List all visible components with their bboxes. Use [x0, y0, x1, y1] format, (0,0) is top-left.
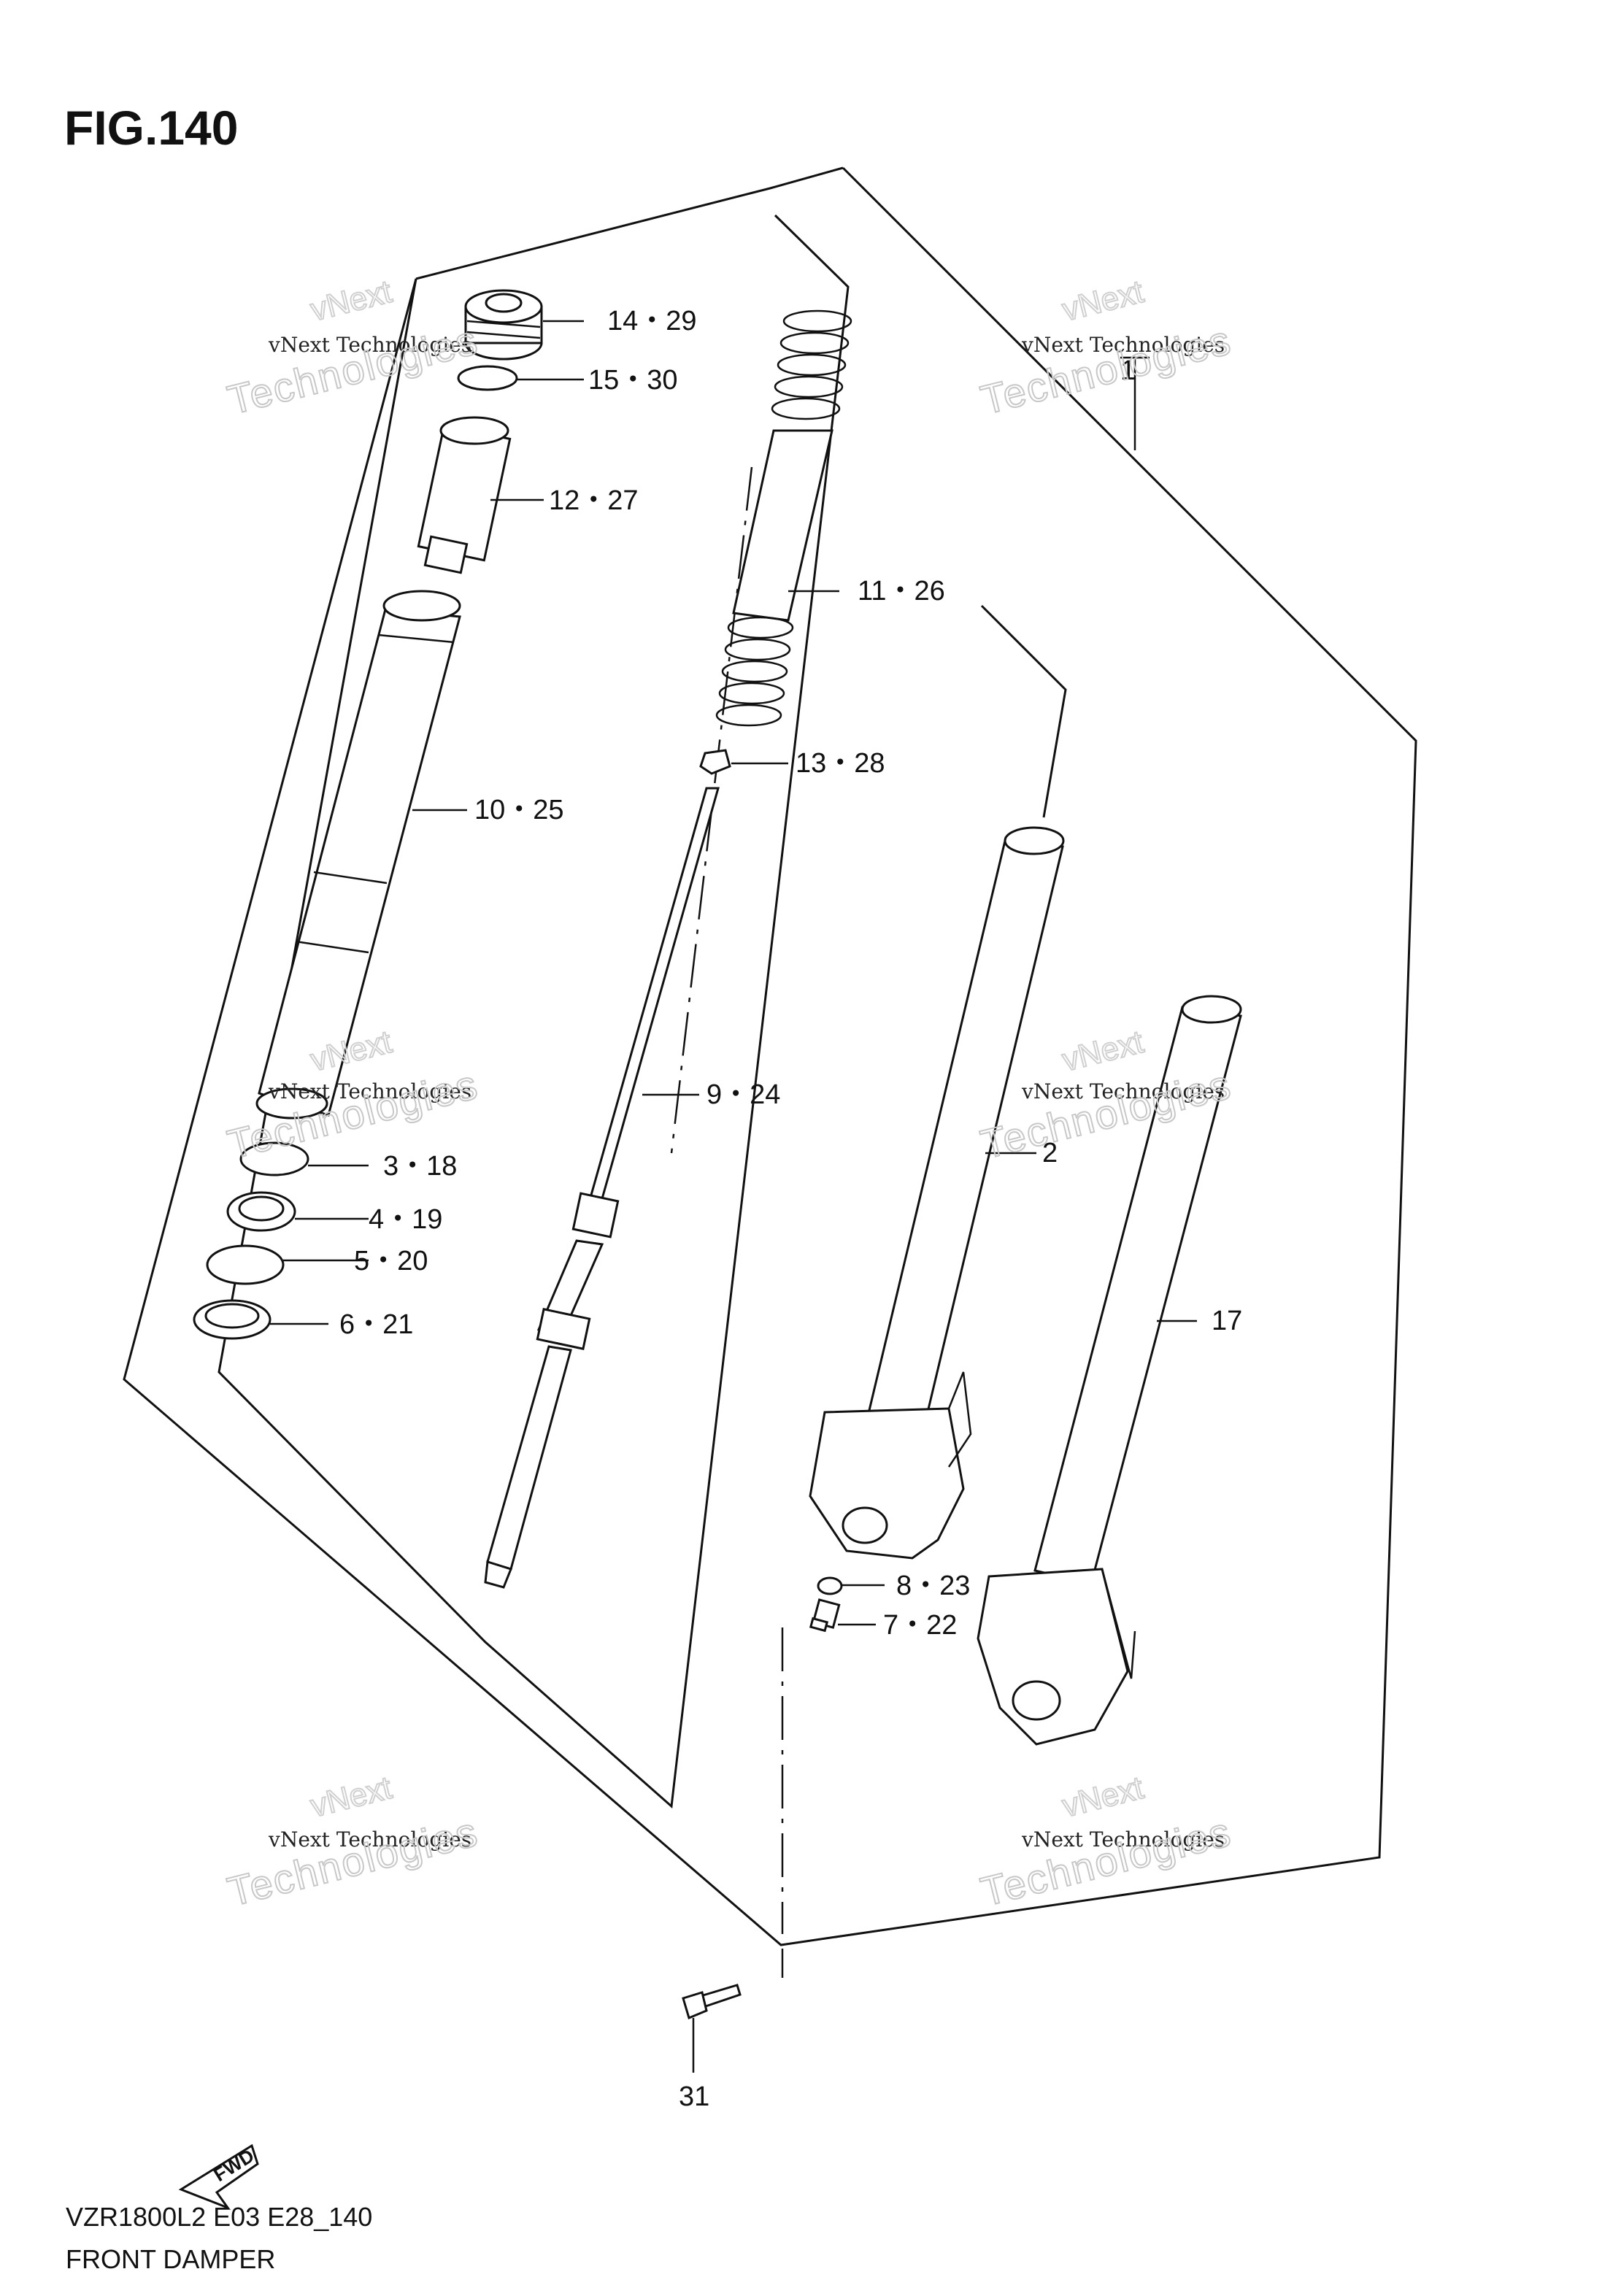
part-8-washer	[817, 1576, 843, 1595]
callout-14-29: 14・29	[607, 306, 697, 336]
callout-12-27: 12・27	[549, 485, 639, 516]
svg-text:Technologies: Technologies	[223, 1808, 483, 1915]
group-frame-left	[217, 214, 850, 1809]
assembly-outline-top	[415, 166, 844, 280]
figure-title: FIG.140	[64, 101, 238, 155]
section-name: FRONT DAMPER	[66, 2244, 275, 2274]
part-11-spring-upper	[771, 309, 852, 420]
part-14-cap-bolt	[464, 289, 543, 361]
part-3-ring	[239, 1141, 309, 1176]
part-13-nut	[699, 749, 731, 775]
part-12-spacer	[417, 416, 512, 574]
part-10-outer-tube	[255, 590, 461, 1120]
watermark-bottom-right: vNext vNext Technologies Technologies	[976, 1769, 1237, 1916]
watermark-top-left: vNext vNext Technologies Technologies	[223, 273, 484, 424]
part-6-dust-seal	[193, 1299, 272, 1340]
assembly-outline	[123, 166, 1417, 1946]
svg-text:vNext: vNext	[307, 1770, 396, 1825]
callout-2: 2	[1042, 1138, 1058, 1168]
callout-6-21: 6・21	[339, 1309, 413, 1340]
callout-4-19: 4・19	[369, 1204, 442, 1235]
callout-15-30: 15・30	[588, 365, 678, 396]
part-15-o-ring	[457, 365, 518, 391]
callout-13-28: 13・28	[796, 748, 885, 779]
callout-9-24: 9・24	[706, 1079, 780, 1110]
svg-text:vNext Technologies: vNext Technologies	[268, 333, 471, 357]
part-11-tube	[732, 429, 833, 622]
watermark-top-right: vNext vNext Technologies Technologies	[976, 273, 1237, 424]
callout-10-25: 10・25	[474, 795, 564, 825]
svg-text:vNext Technologies: vNext Technologies	[1021, 1827, 1225, 1852]
callout-8-23: 8・23	[896, 1571, 970, 1601]
part-17-inner-tube	[977, 995, 1242, 1746]
svg-text:Technologies: Technologies	[977, 1808, 1236, 1915]
svg-text:vNext: vNext	[1059, 274, 1147, 328]
callout-7-22: 7・22	[883, 1610, 957, 1641]
svg-text:vNext Technologies: vNext Technologies	[268, 1827, 471, 1852]
part-5-stopper-ring	[206, 1244, 285, 1285]
watermark-bottom-left: vNext vNext Technologies Technologies	[223, 1769, 484, 1916]
leader-lines	[270, 320, 1197, 2073]
callout-11-26: 11・26	[858, 576, 945, 606]
part-2-inner-tube	[809, 826, 1065, 1560]
model-code: VZR1800L2 E03 E28_140	[66, 2202, 372, 2232]
callout-5-20: 5・20	[354, 1246, 428, 1276]
part-7-drain-bolt	[809, 1598, 841, 1633]
callout-31: 31	[679, 2081, 709, 2112]
callout-1: 1	[1120, 355, 1136, 386]
part-31-bolt	[682, 1984, 742, 2020]
svg-text:vNext Technologies: vNext Technologies	[1021, 333, 1225, 357]
svg-text:vNext: vNext	[307, 274, 396, 328]
svg-text:vNext Technologies: vNext Technologies	[1021, 1079, 1225, 1103]
callout-3-18: 3・18	[383, 1151, 457, 1182]
fwd-arrow: FWD	[178, 2143, 259, 2211]
svg-text:vNext: vNext	[1059, 1024, 1147, 1079]
part-11-spring-lower	[715, 616, 794, 727]
svg-text:vNext: vNext	[1059, 1770, 1147, 1825]
svg-text:vNext Technologies: vNext Technologies	[268, 1079, 471, 1103]
callout-17: 17	[1212, 1306, 1242, 1336]
group-frame-right	[980, 604, 1067, 818]
part-9-damper-rod	[484, 787, 720, 1589]
part-4-oil-seal	[226, 1191, 296, 1232]
